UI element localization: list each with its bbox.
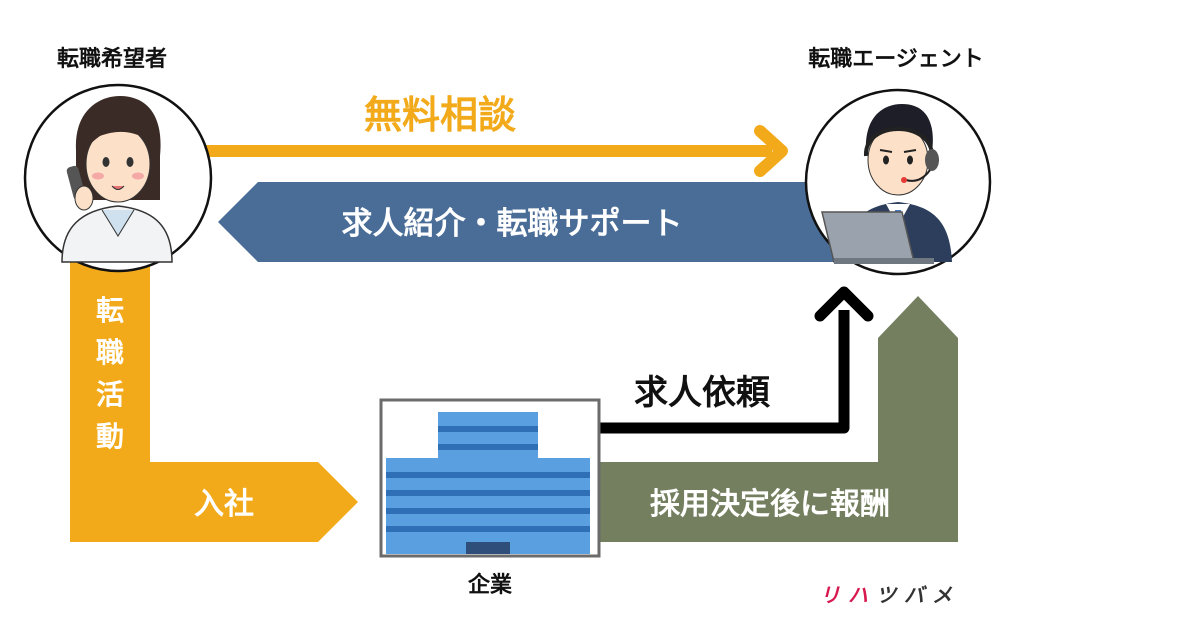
logo-char: リ: [820, 583, 840, 607]
job-hunting-label: 転 職 活 動: [96, 294, 124, 453]
logo-char: メ: [932, 583, 953, 607]
job-hunting-char-3: 活: [96, 378, 124, 411]
joining-label: 入社: [194, 487, 254, 522]
office-building-icon: [386, 412, 590, 554]
free-consultation-label: 無料相談: [364, 93, 516, 137]
consultation-arrow-head: [754, 125, 788, 177]
fee-after-hire-label: 採用決定後に報酬: [650, 487, 890, 522]
operator-with-headset-icon: [821, 104, 952, 264]
reward-arrow: [600, 296, 958, 542]
agent-node: [804, 88, 992, 276]
job-hunting-char-1: 転: [96, 294, 124, 327]
woman-on-phone-icon: [61, 96, 173, 263]
logo-char: バ: [904, 583, 928, 607]
introduction-support-label: 求人紹介・転職サポート: [342, 206, 683, 242]
job-seeker-node: [23, 83, 213, 273]
job-request-label: 求人依頼: [634, 373, 771, 413]
agent-label: 転職エージェント: [808, 46, 984, 72]
company-node: [379, 398, 601, 558]
job-request-arrow-line: [600, 310, 850, 434]
job-hunting-char-2: 職: [96, 336, 124, 369]
job-hunting-arrow: [70, 258, 358, 542]
company-label: 企業: [467, 572, 513, 598]
job-seeker-label: 転職希望者: [57, 46, 167, 72]
logo-char: ハ: [848, 583, 868, 607]
site-logo: リハツバメ: [820, 583, 953, 607]
support-arrow: [218, 182, 852, 262]
job-hunting-char-4: 動: [96, 420, 124, 453]
job-request-arrow-head: [814, 286, 874, 322]
logo-char: ツ: [876, 583, 899, 607]
